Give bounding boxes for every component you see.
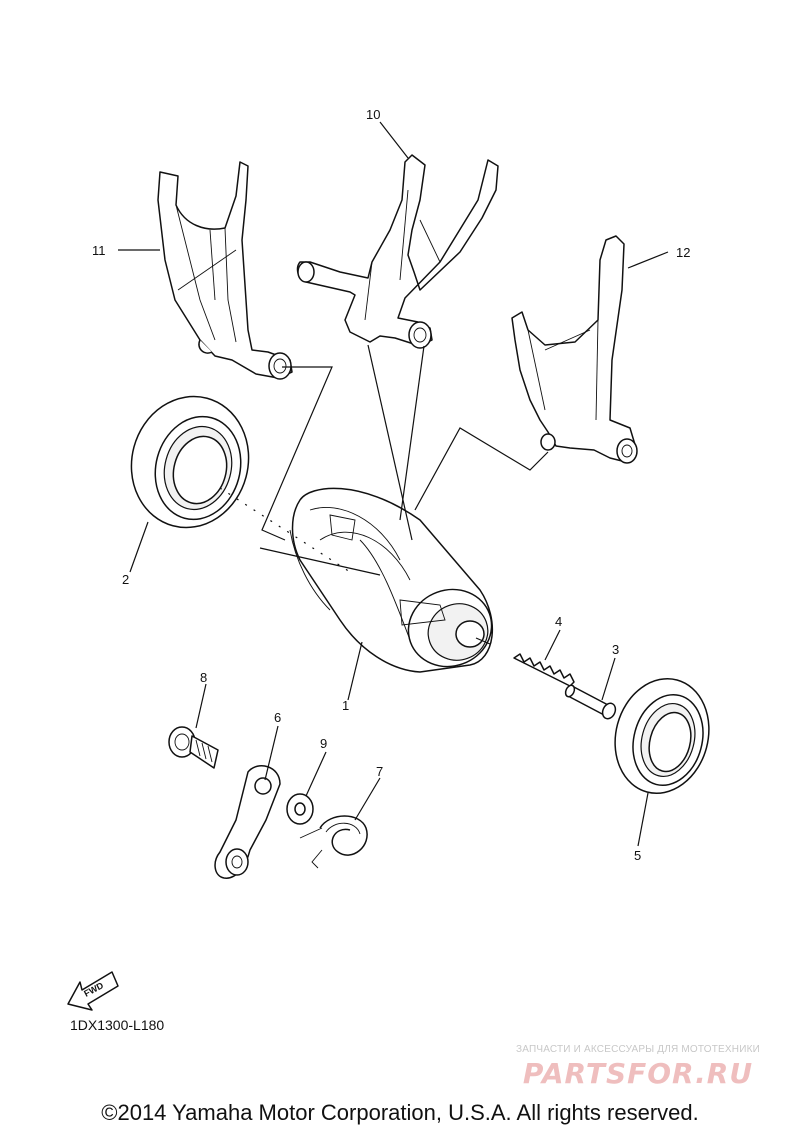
part-1-shift-drum[interactable] bbox=[289, 487, 502, 678]
callout-1: 1 bbox=[342, 698, 349, 713]
part-11-shift-fork[interactable] bbox=[157, 161, 293, 380]
callout-9: 9 bbox=[320, 736, 327, 751]
callout-11: 11 bbox=[92, 243, 106, 258]
watermark-tagline: ЗАПЧАСТИ И АКСЕССУАРЫ ДЛЯ МОТОТЕХНИКИ bbox=[515, 1044, 761, 1055]
callout-6: 6 bbox=[274, 710, 281, 725]
fwd-arrow-icon: FWD bbox=[67, 971, 119, 1011]
part-6-lever[interactable] bbox=[214, 765, 281, 879]
callout-3: 3 bbox=[612, 642, 619, 657]
callout-8: 8 bbox=[200, 670, 207, 685]
assembly-lines bbox=[219, 344, 549, 576]
callout-4: 4 bbox=[555, 614, 562, 629]
part-9-washer[interactable] bbox=[286, 793, 314, 825]
part-2-bearing[interactable] bbox=[117, 383, 263, 541]
callout-2: 2 bbox=[122, 572, 129, 587]
part-7-torsion-spring[interactable] bbox=[299, 815, 368, 869]
part-5-bearing[interactable] bbox=[603, 668, 722, 804]
callout-labels: 1 2 3 4 5 6 7 8 9 10 11 12 bbox=[92, 107, 690, 863]
part-8-bolt[interactable] bbox=[168, 726, 219, 769]
watermark: ЗАПЧАСТИ И АКСЕССУАРЫ ДЛЯ МОТОТЕХНИКИ PA… bbox=[488, 1044, 788, 1090]
callout-10: 10 bbox=[366, 107, 380, 122]
diagram-code: 1DX1300-L180 bbox=[70, 1017, 165, 1033]
copyright-notice: ©2014 Yamaha Motor Corporation, U.S.A. A… bbox=[101, 1100, 699, 1125]
callout-12: 12 bbox=[676, 245, 690, 260]
part-10-shift-fork[interactable] bbox=[296, 154, 499, 349]
part-12-shift-fork[interactable] bbox=[511, 235, 638, 464]
leader-lines bbox=[118, 121, 669, 847]
callout-7: 7 bbox=[376, 764, 383, 779]
part-3-pin[interactable] bbox=[564, 684, 618, 721]
callout-5: 5 bbox=[634, 848, 641, 863]
part-4-spring[interactable] bbox=[513, 653, 575, 687]
watermark-brand: PARTSFOR.RU bbox=[522, 1057, 754, 1090]
